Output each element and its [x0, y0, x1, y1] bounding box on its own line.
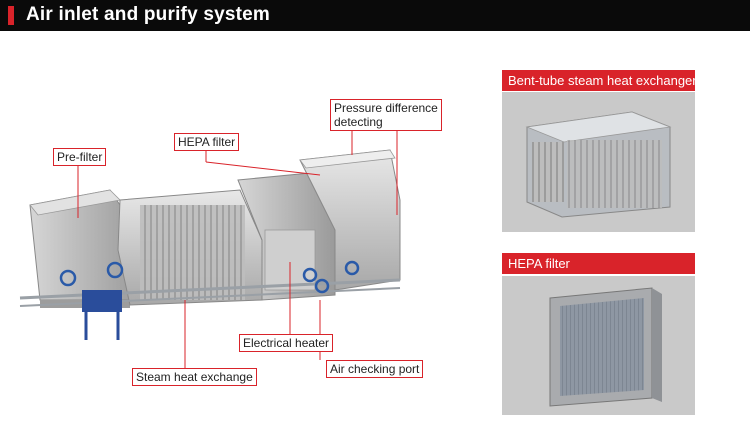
- panel-bent-tube-image: [502, 92, 695, 232]
- panel-hepa-image: [502, 276, 695, 415]
- label-steam-heat-exchange: Steam heat exchange: [132, 368, 257, 386]
- label-pre-filter: Pre-filter: [53, 148, 107, 166]
- label-air-checking-port: Air checking port: [326, 360, 424, 378]
- callout-leader-lines: [77, 128, 398, 368]
- hepa-filter-illustration: [549, 287, 662, 407]
- label-pressure-line2: detecting: [334, 115, 383, 129]
- header-bar: Air inlet and purify system: [0, 0, 750, 31]
- label-electrical-heater: Electrical heater: [239, 334, 334, 352]
- bent-tube-heat-exchanger-illustration: [525, 111, 672, 218]
- header-accent: [8, 6, 14, 25]
- valve-handles: [59, 260, 360, 294]
- steam-heat-exchange-unit: [117, 189, 263, 306]
- page-title: Air inlet and purify system: [26, 4, 271, 25]
- panel-title-bent-tube: Bent-tube steam heat exchanger: [502, 70, 697, 91]
- label-pressure-difference: Pressure difference detecting: [330, 99, 442, 131]
- label-pressure-line1: Pressure difference: [334, 101, 438, 115]
- panel-title-hepa: HEPA filter: [502, 253, 695, 274]
- label-hepa-filter: HEPA filter: [174, 133, 240, 151]
- pump-stand: [82, 290, 122, 340]
